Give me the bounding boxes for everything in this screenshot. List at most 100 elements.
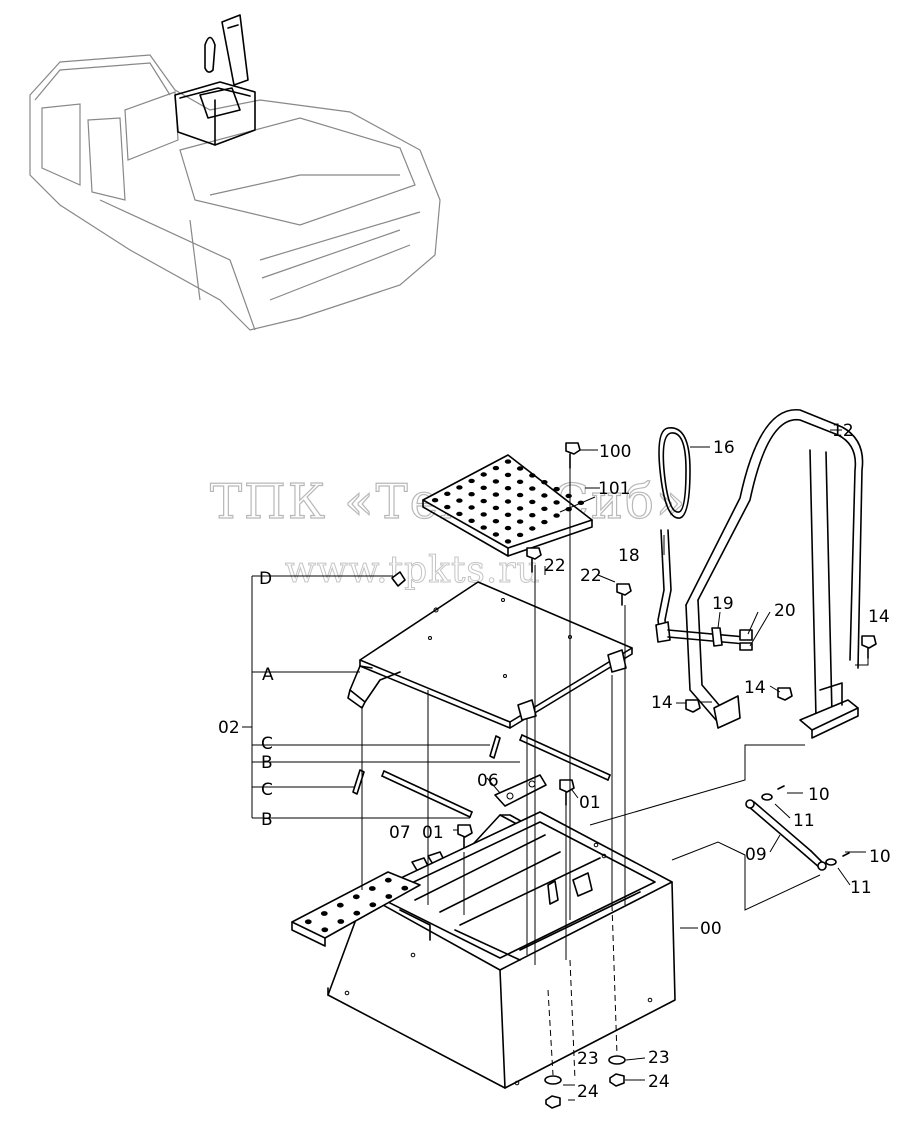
hole bbox=[492, 479, 500, 484]
callout-07: 07 bbox=[389, 823, 411, 843]
callout-14-right: 14 bbox=[868, 607, 890, 627]
callout-11-upper: 11 bbox=[793, 811, 815, 831]
callout-14-left: 14 bbox=[651, 693, 673, 713]
hole bbox=[444, 491, 451, 496]
callout-b-upper: B bbox=[261, 753, 273, 773]
bolt-14-mid bbox=[777, 687, 793, 701]
callout-b-lower: B bbox=[261, 810, 273, 830]
callout-00: 00 bbox=[700, 919, 722, 939]
hole bbox=[480, 485, 487, 490]
callout-12: 12 bbox=[832, 421, 854, 441]
hole bbox=[352, 894, 360, 900]
stand-cover bbox=[347, 581, 633, 729]
hole bbox=[492, 465, 500, 471]
handrail bbox=[685, 409, 864, 739]
hole bbox=[553, 500, 560, 505]
hole bbox=[492, 492, 500, 497]
belt-loop bbox=[658, 427, 691, 519]
washer-23-left bbox=[544, 1075, 562, 1085]
hole bbox=[565, 493, 572, 499]
callout-23-left: 23 bbox=[577, 1049, 599, 1069]
bolt-14-right bbox=[861, 635, 877, 659]
nut-24-right bbox=[609, 1073, 625, 1087]
hole bbox=[504, 472, 512, 478]
belt-strap-18 bbox=[655, 529, 672, 643]
callout-22-right: 22 bbox=[580, 566, 602, 586]
callout-23-right: 23 bbox=[648, 1048, 670, 1068]
hole bbox=[529, 473, 536, 478]
callout-a: A bbox=[262, 665, 274, 685]
buckle-19-20 bbox=[667, 627, 753, 651]
callout-20: 20 bbox=[774, 601, 796, 621]
alignment-lines bbox=[361, 465, 821, 1081]
callout-11-lower: 11 bbox=[850, 878, 872, 898]
bar-b-lower bbox=[381, 770, 473, 818]
callout-02: 02 bbox=[218, 718, 240, 738]
callout-16: 16 bbox=[713, 438, 735, 458]
callout-10-upper: 10 bbox=[808, 785, 830, 805]
step-plate bbox=[291, 871, 421, 947]
bolt-22-right bbox=[616, 583, 632, 606]
hole bbox=[504, 512, 512, 517]
callout-19: 19 bbox=[712, 594, 734, 614]
hole bbox=[553, 513, 560, 518]
gas-spring bbox=[745, 785, 850, 871]
hole bbox=[516, 506, 524, 511]
callout-c-upper: C bbox=[261, 734, 273, 754]
excavator-overview bbox=[29, 14, 441, 331]
pin-c-upper bbox=[489, 735, 501, 759]
hole bbox=[337, 919, 345, 924]
hole bbox=[456, 511, 463, 517]
callout-24-left: 24 bbox=[577, 1082, 599, 1102]
callout-01-upper: 01 bbox=[579, 793, 601, 813]
hole bbox=[516, 519, 524, 524]
callout-14-mid: 14 bbox=[744, 678, 766, 698]
hole bbox=[444, 504, 451, 510]
bolt-22-left bbox=[526, 547, 542, 573]
hole bbox=[516, 466, 524, 471]
hole bbox=[529, 513, 536, 518]
base-box bbox=[327, 811, 676, 1089]
callout-10-lower: 10 bbox=[869, 847, 891, 867]
hole bbox=[492, 532, 500, 537]
hole bbox=[321, 927, 329, 933]
leader-lines bbox=[242, 446, 869, 1101]
hole bbox=[401, 885, 409, 891]
hole bbox=[541, 519, 548, 525]
callout-c-lower: C bbox=[261, 780, 273, 800]
hole bbox=[336, 902, 344, 908]
hole bbox=[516, 532, 524, 538]
hole bbox=[504, 539, 512, 544]
hole bbox=[492, 519, 500, 524]
hole bbox=[529, 526, 536, 531]
hole bbox=[553, 486, 560, 492]
callout-d: D bbox=[259, 569, 272, 589]
bar-b-upper bbox=[519, 734, 611, 781]
hole bbox=[529, 486, 536, 491]
pin-c-lower bbox=[352, 769, 365, 795]
hole bbox=[468, 478, 475, 484]
hole bbox=[480, 525, 487, 530]
callout-06: 06 bbox=[477, 771, 499, 791]
plate-holes bbox=[431, 459, 585, 544]
bolt-14-left bbox=[676, 699, 701, 713]
bolt-01-upper bbox=[559, 779, 575, 806]
hole bbox=[529, 499, 536, 505]
hole bbox=[504, 499, 512, 504]
hole bbox=[468, 492, 475, 497]
hole bbox=[353, 910, 361, 916]
hole bbox=[431, 498, 439, 503]
hole bbox=[504, 486, 512, 491]
hole bbox=[480, 498, 487, 504]
hole bbox=[541, 480, 548, 485]
part-d bbox=[391, 571, 406, 587]
hole bbox=[516, 479, 524, 484]
hole bbox=[468, 518, 475, 523]
hole bbox=[385, 894, 393, 899]
hole bbox=[456, 485, 463, 490]
nut-24-left bbox=[545, 1095, 561, 1109]
hole bbox=[368, 886, 376, 891]
callout-09: 09 bbox=[745, 845, 767, 865]
hole bbox=[541, 493, 548, 498]
